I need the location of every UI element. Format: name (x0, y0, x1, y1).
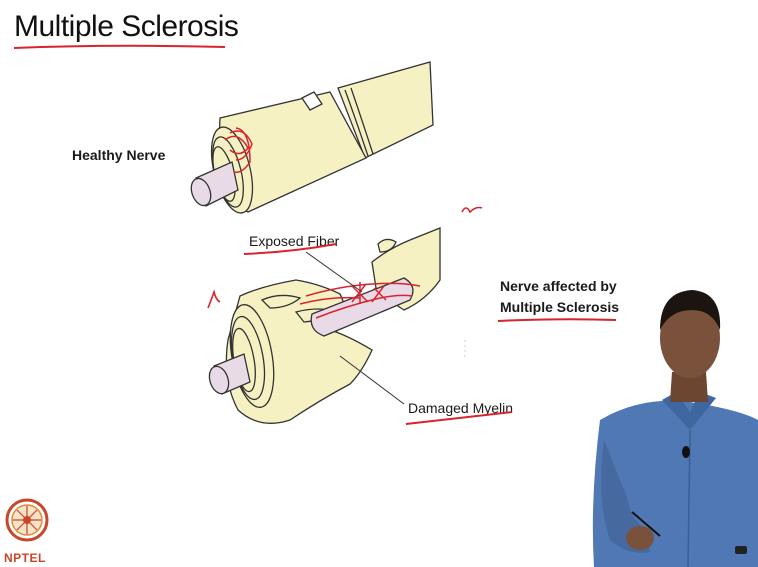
affected-label-underline (498, 319, 616, 321)
nptel-logo-icon (7, 500, 47, 540)
presenter (593, 290, 758, 567)
title-underline (14, 46, 225, 48)
tick-mark-upper (462, 208, 482, 213)
healthy-nerve-illustration (188, 62, 433, 217)
damaged-myelin-underline (406, 412, 512, 424)
damaged-nerve-illustration (206, 228, 440, 423)
nptel-logo-text: NPTEL (4, 551, 46, 565)
exposed-fiber-underline (244, 244, 336, 254)
tick-mark-lower (208, 292, 220, 308)
